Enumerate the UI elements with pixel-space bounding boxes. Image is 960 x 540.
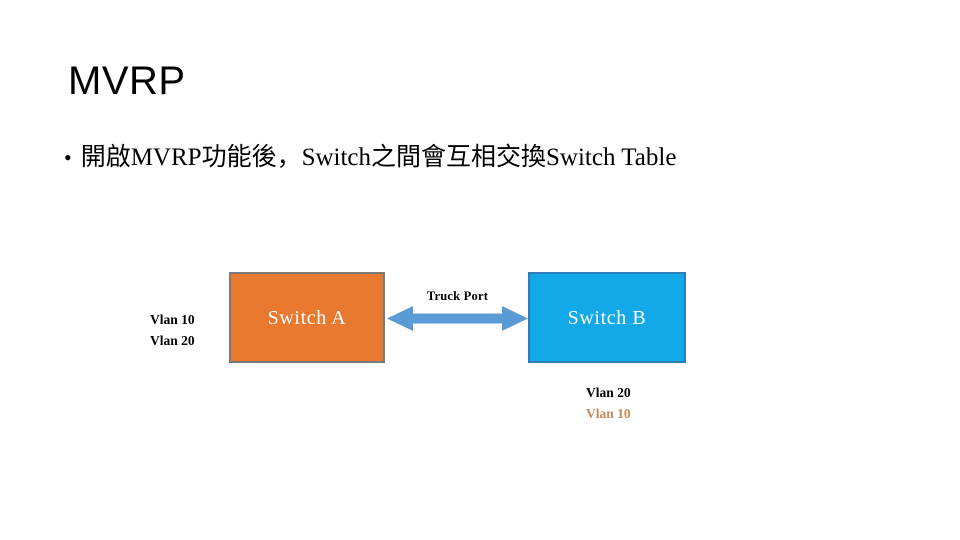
trunk-port-label: Truck Port — [426, 289, 489, 303]
switch-b-label: Switch B — [567, 306, 647, 329]
bullet-marker-icon: • — [64, 145, 72, 170]
switch-a-node[interactable]: Switch A — [229, 272, 385, 363]
switch-b-vlan-20: Vlan 20 — [586, 385, 631, 400]
switch-a-vlan-10: Vlan 10 — [150, 312, 195, 327]
double-arrow-icon — [387, 306, 528, 331]
switch-a-label: Switch A — [267, 306, 347, 329]
bullet-item: • 開啟MVRP功能後，Switch之間會互相交換Switch Table — [64, 143, 676, 173]
switch-b-node[interactable]: Switch B — [528, 272, 686, 363]
switch-a-vlan-20: Vlan 20 — [150, 332, 195, 348]
page-title: MVRP — [68, 59, 186, 103]
trunk-link-arrow — [387, 304, 528, 333]
switch-b-vlan-10-learned: Vlan 10 — [586, 405, 631, 421]
bullet-text: 開啟MVRP功能後，Switch之間會互相交換Switch Table — [80, 144, 677, 171]
switch-b-vlan-list: Vlan 20 Vlan 10 — [586, 383, 631, 425]
switch-a-vlan-list: Vlan 10 Vlan 20 — [150, 310, 195, 352]
